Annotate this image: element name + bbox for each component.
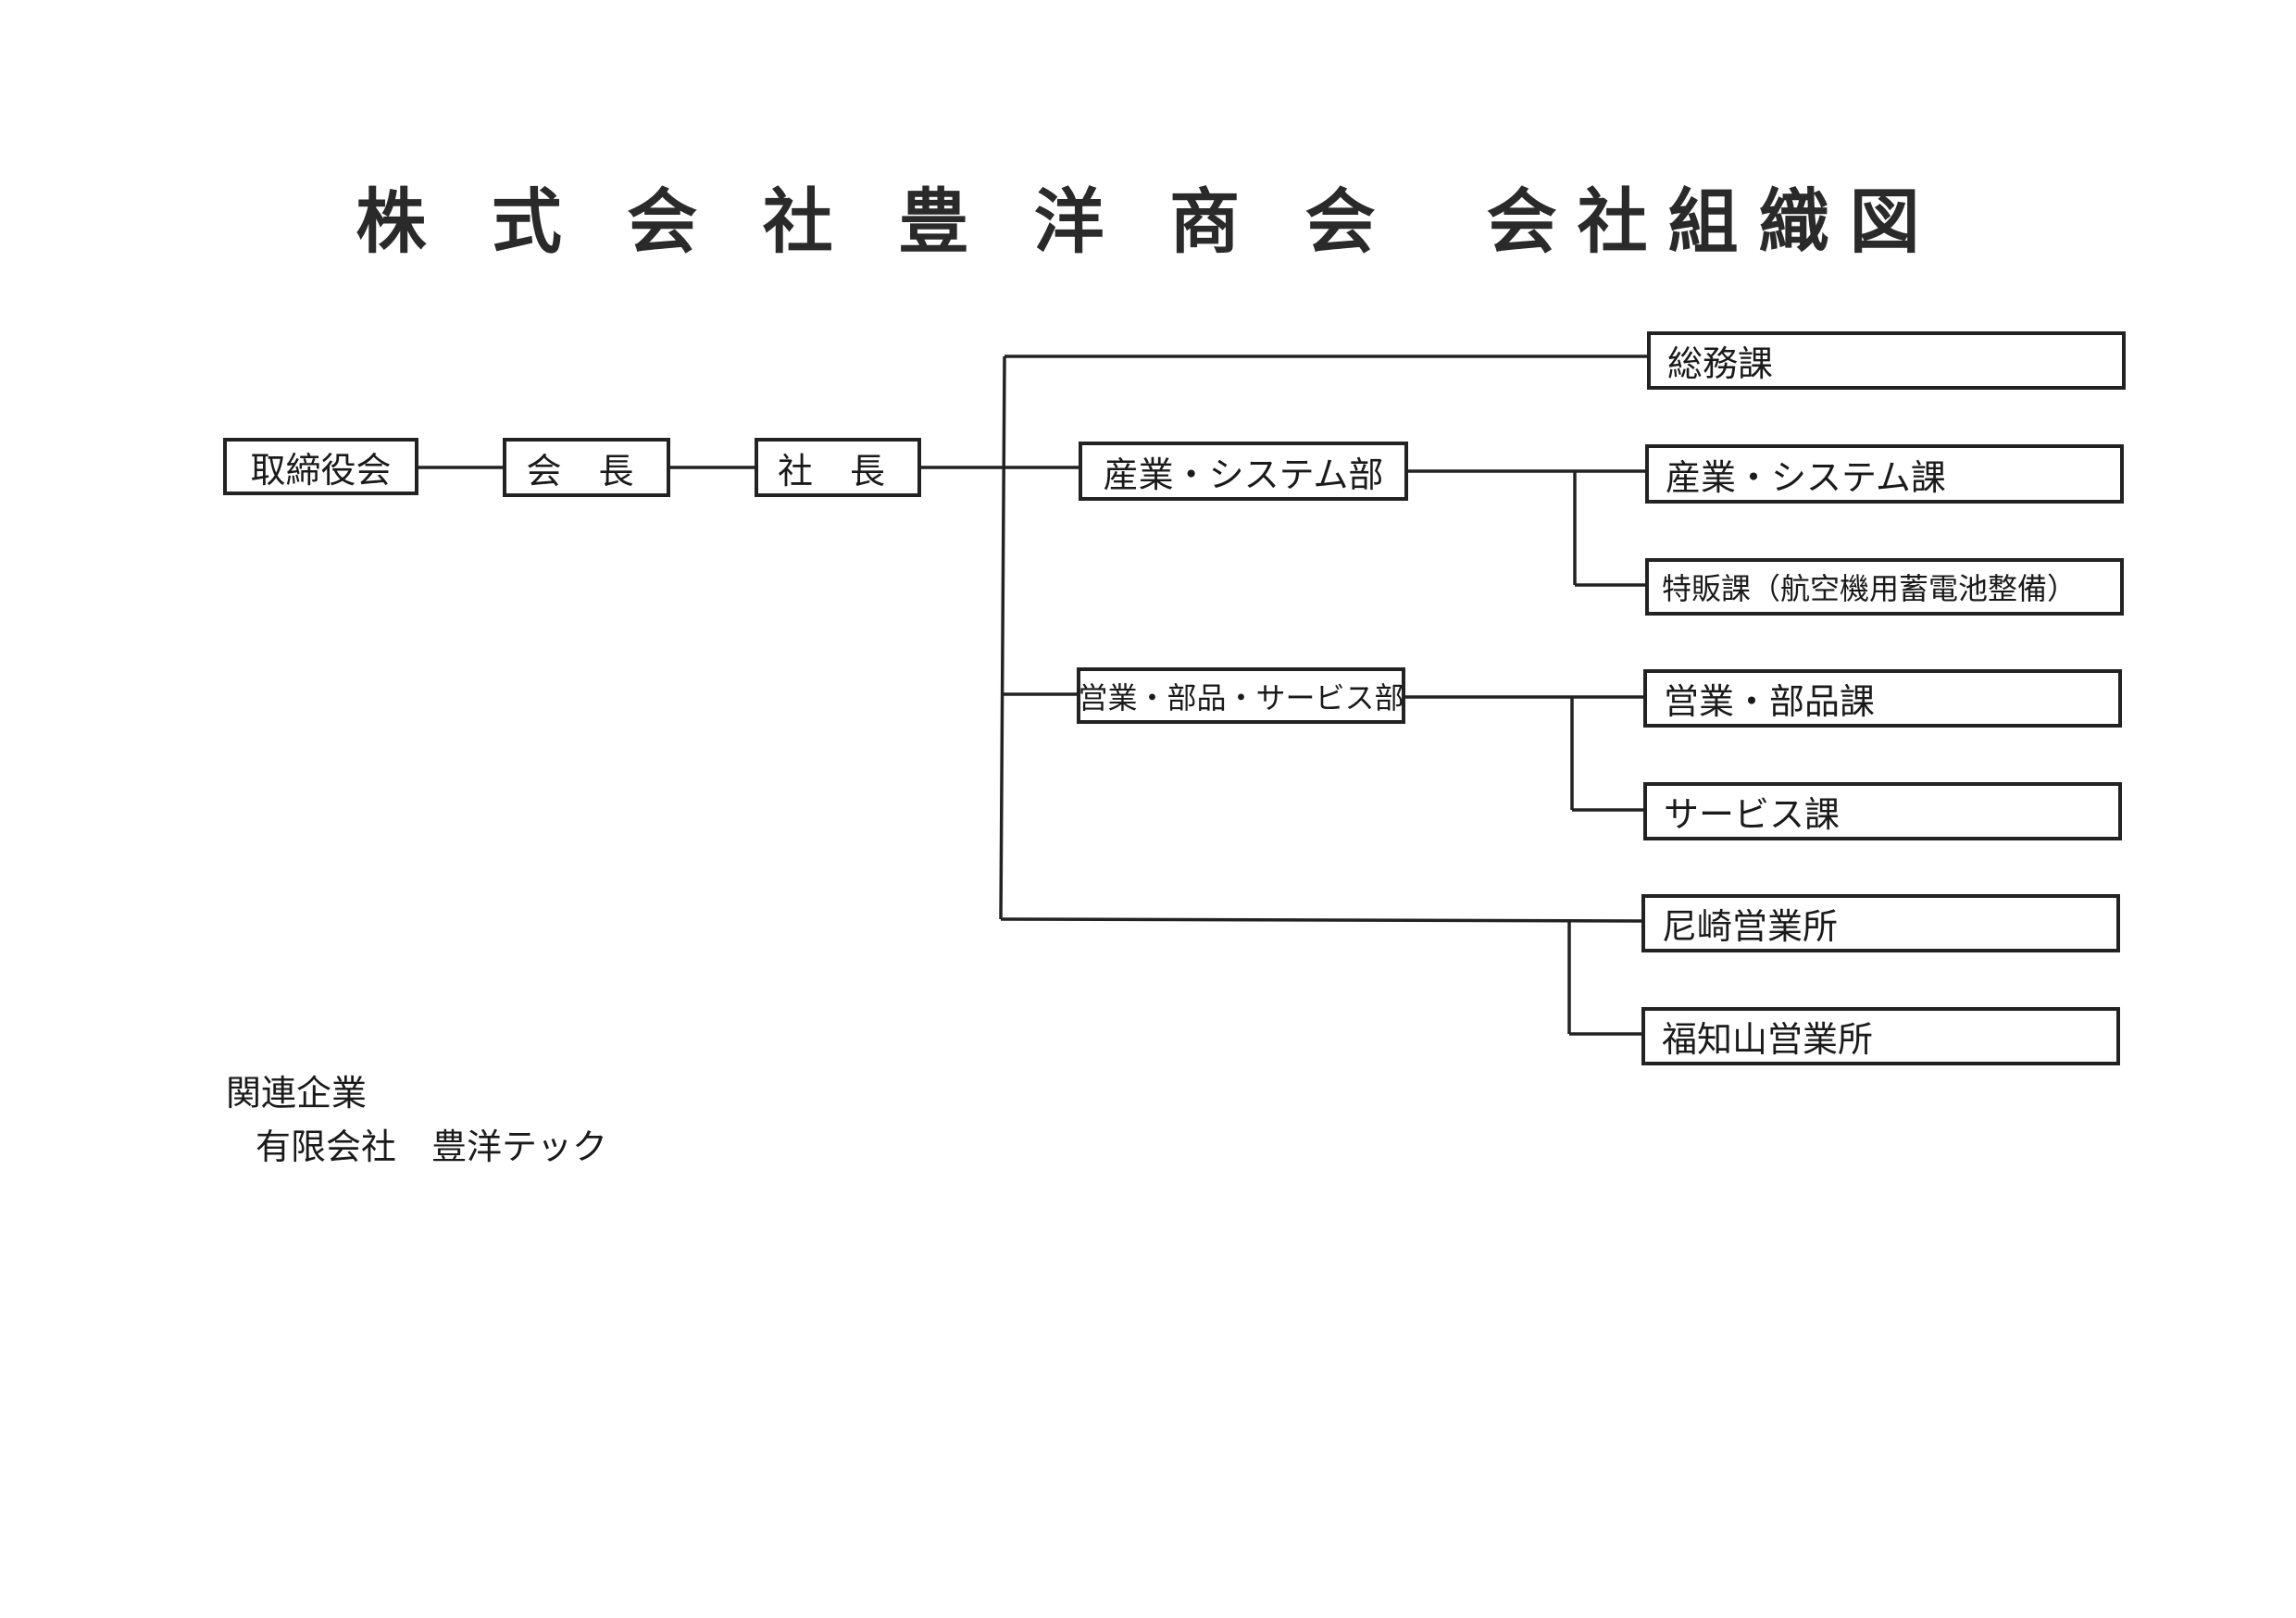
related-companies-heading: 関連企業	[226, 1073, 368, 1114]
fukuchiyama-office-label: 福知山営業所	[1662, 1019, 1874, 1060]
service-section-box: サービス課	[1643, 782, 2122, 840]
general-affairs-label: 総務課	[1667, 343, 1774, 384]
sales-parts-service-dept-label: 営業・部品・サービス部	[1078, 679, 1404, 716]
amagasaki-office-box: 尼崎営業所	[1641, 894, 2120, 952]
sales-parts-service-dept-box: 営業・部品・サービス部	[1077, 667, 1405, 724]
chairman-box: 会 長	[503, 438, 670, 497]
special-sales-section-box: 特販課（航空機用蓄電池整備）	[1645, 558, 2124, 616]
sales-parts-section-label: 営業・部品課	[1664, 681, 1876, 722]
amagasaki-office-label: 尼崎営業所	[1662, 906, 1839, 947]
general-affairs-box: 総務課	[1647, 331, 2126, 390]
service-section-label: サービス課	[1664, 794, 1841, 835]
industry-system-section-box: 産業・システム課	[1645, 444, 2124, 504]
chairman-label: 会 長	[526, 450, 647, 492]
industry-system-section-label: 産業・システム課	[1666, 456, 1946, 498]
board-box: 取締役会	[223, 438, 418, 495]
president-label: 社 長	[777, 450, 899, 492]
page-title: 株 式 会 社 豊 洋 商 会 会社組織図	[356, 180, 1940, 263]
connector-amagasaki	[1000, 917, 1642, 923]
industry-system-dept-box: 産業・システム部	[1079, 442, 1408, 501]
fukuchiyama-office-box: 福知山営業所	[1641, 1007, 2120, 1065]
special-sales-section-label: 特販課（航空機用蓄電池整備）	[1662, 571, 2078, 606]
sales-parts-section-box: 営業・部品課	[1643, 669, 2122, 728]
connector-main-trunk	[999, 355, 1006, 920]
industry-system-dept-label: 産業・システム部	[1103, 454, 1384, 495]
related-company-name: 有限会社 豊洋テック	[256, 1126, 608, 1167]
president-box: 社 長	[755, 438, 921, 497]
board-label: 取締役会	[250, 449, 392, 491]
